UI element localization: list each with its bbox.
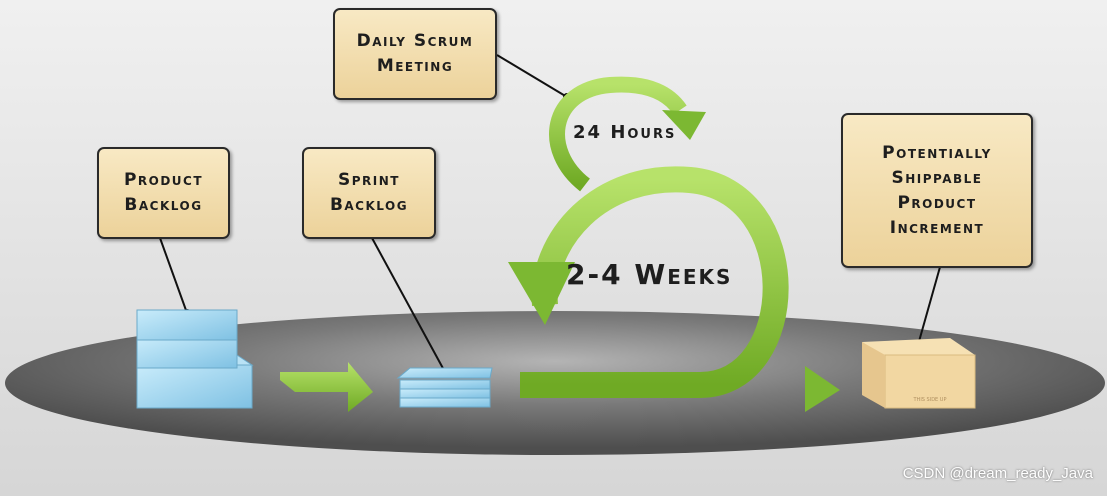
flow-arrow-icon (280, 362, 373, 412)
shippable-product-box-icon: THIS SIDE UP (862, 338, 976, 409)
label-line: Daily Scrum (356, 31, 474, 51)
sprint-cycle-arrow-icon (520, 166, 815, 398)
sprint-cycle-arrowhead-icon (508, 262, 575, 325)
label-line: Product (123, 170, 204, 190)
sprint-backlog-stack-icon (396, 367, 493, 408)
label-line: Product (897, 192, 977, 213)
daily-cycle-arrowhead-icon (662, 110, 706, 140)
label-line: Increment (889, 217, 985, 238)
label-line: Potentially (882, 142, 992, 163)
output-arrowhead-icon (805, 366, 840, 412)
label-line: Backlog (124, 195, 203, 215)
daily-cycle-arrow-icon (549, 76, 687, 192)
watermark: CSDN @dream_ready_Java (902, 465, 1093, 482)
label-line: Sprint (338, 170, 400, 190)
product-backlog-blocks-icon (136, 309, 254, 409)
label-line: Meeting (376, 56, 454, 76)
label-line: Shippable (891, 167, 983, 188)
daily-cycle-label: 24 Hours (573, 122, 677, 143)
label-line: Backlog (329, 195, 409, 215)
sprint-cycle-label: 2-4 Weeks (566, 258, 733, 291)
box-print-text: THIS SIDE UP (913, 397, 947, 403)
